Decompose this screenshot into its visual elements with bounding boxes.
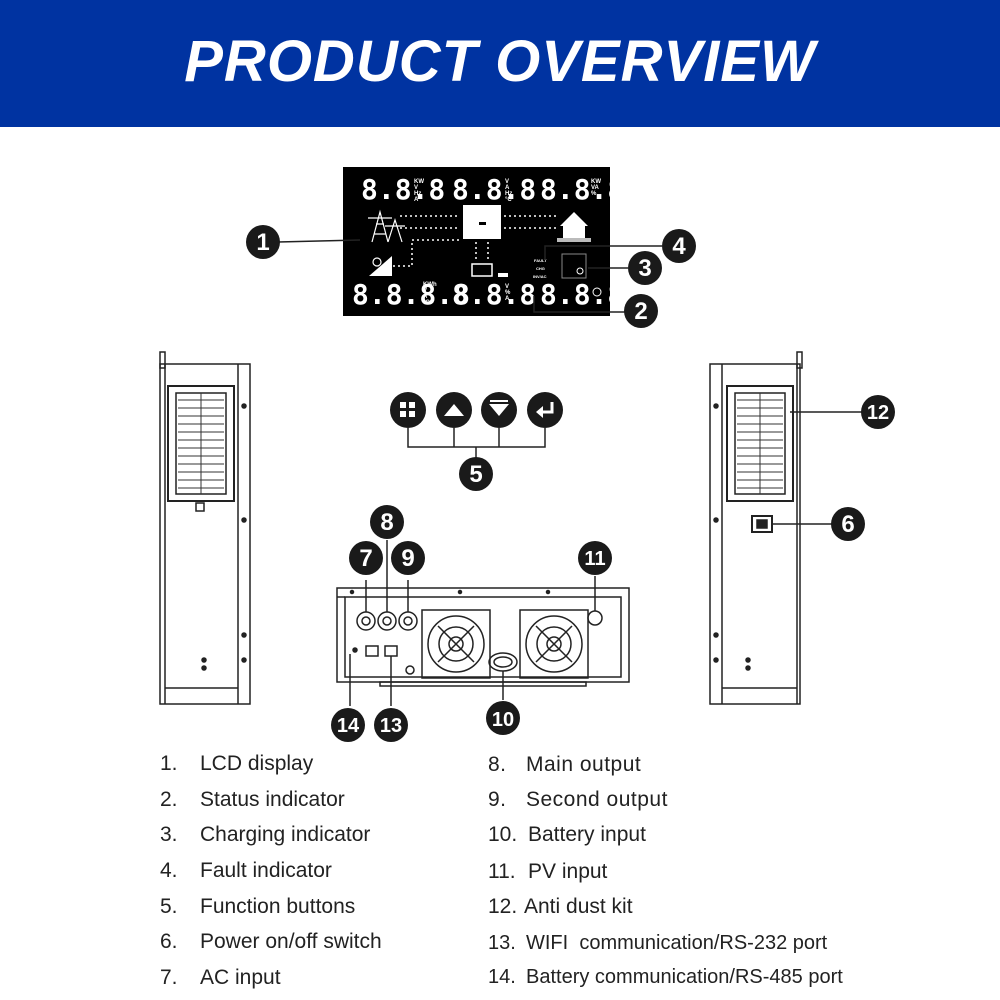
svg-text:INV/AC: INV/AC (533, 274, 547, 279)
svg-text:11: 11 (584, 548, 605, 570)
rear-panel (336, 587, 630, 687)
legend-item: 8.Main output (488, 753, 642, 776)
badge-13: 13 (374, 708, 408, 742)
svg-text:7: 7 (359, 545, 372, 572)
lcd-readout-status: 8.8.8 (540, 278, 624, 311)
house-icon (557, 212, 591, 242)
svg-text:13: 13 (380, 715, 402, 737)
cooling-fan-left (421, 609, 491, 679)
lcd-readout-pv: 8.8.8.8 (352, 278, 470, 311)
badge-4: 4 (662, 229, 696, 263)
legend-item: 14.Battery communication/RS-485 port (488, 966, 843, 988)
grid-tower-icon (368, 209, 405, 243)
legend-item: 6.Power on/off switch (160, 930, 382, 953)
badge-5: 5 (459, 457, 493, 491)
badge-12: 12 (861, 395, 895, 429)
svg-text:5: 5 (469, 461, 482, 488)
svg-text:10: 10 (492, 709, 514, 731)
legend-item: 5.Function buttons (160, 895, 356, 918)
badge-10: 10 (486, 701, 520, 735)
legend-item: 13.WIFI communication/RS-232 port (488, 932, 828, 954)
legend-item: 3.Charging indicator (160, 823, 371, 846)
badge-6: 6 (831, 507, 865, 541)
legend-item: 10.Battery input (488, 823, 646, 846)
header-banner: PRODUCT OVERVIEW (0, 0, 1000, 127)
svg-text:9: 9 (401, 545, 414, 572)
down-button[interactable] (481, 392, 517, 428)
function-buttons (390, 392, 563, 458)
lcd-readout-grid: 8.8.8 (361, 173, 445, 206)
legend-item: 11.PV input (488, 860, 608, 883)
badge-7: 7 (349, 541, 383, 575)
enter-button[interactable] (527, 392, 563, 428)
badge-11: 11 (578, 541, 612, 575)
svg-text:8: 8 (380, 509, 393, 536)
battery-icon (471, 263, 493, 277)
svg-text:4: 4 (672, 233, 686, 260)
lcd-unit-battery: V%A (505, 284, 511, 302)
leader-lines (277, 239, 662, 313)
legend-item: 2.Status indicator (160, 788, 345, 811)
clock-icon (592, 287, 602, 297)
legend-item: 1.LCD display (160, 752, 314, 775)
lcd-readout-inverter: 8.8.8 (452, 173, 536, 206)
svg-text:FAULT: FAULT (534, 258, 547, 263)
svg-text:12: 12 (867, 402, 889, 424)
svg-text:CHG: CHG (536, 266, 545, 271)
rs485-port[interactable] (365, 645, 379, 657)
legend-item: 9.Second output (488, 788, 668, 811)
badge-3: 3 (628, 251, 662, 285)
setup-button[interactable] (390, 392, 426, 428)
badge-8: 8 (370, 505, 404, 539)
cooling-fan-right (519, 609, 589, 679)
svg-text:3: 3 (638, 255, 651, 282)
solar-panel-icon (369, 256, 392, 276)
svg-text:2: 2 (634, 298, 647, 325)
svg-text:14: 14 (337, 715, 360, 737)
badge-9: 9 (391, 541, 425, 575)
lcd-readout-load: 8.8.8 (540, 173, 624, 206)
lcd-status-indicators: FAULT CHG INV/AC (533, 253, 587, 279)
lcd-readout-battery: 8.8.8 (452, 278, 536, 311)
legend-item: 4.Fault indicator (160, 859, 332, 882)
badge-14: 14 (331, 708, 365, 742)
svg-text:1: 1 (256, 229, 269, 256)
power-flow-lines (393, 215, 556, 267)
page-title: PRODUCT OVERVIEW (184, 29, 816, 94)
badge-1: 1 (246, 225, 280, 259)
right-side-unit (709, 351, 803, 705)
badge-2: 2 (624, 294, 658, 328)
up-button[interactable] (436, 392, 472, 428)
svg-text:6: 6 (841, 511, 854, 538)
legend-item: 7.AC input (160, 966, 281, 989)
legend-item: 12.Anti dust kit (488, 895, 633, 918)
left-side-unit (159, 351, 251, 705)
